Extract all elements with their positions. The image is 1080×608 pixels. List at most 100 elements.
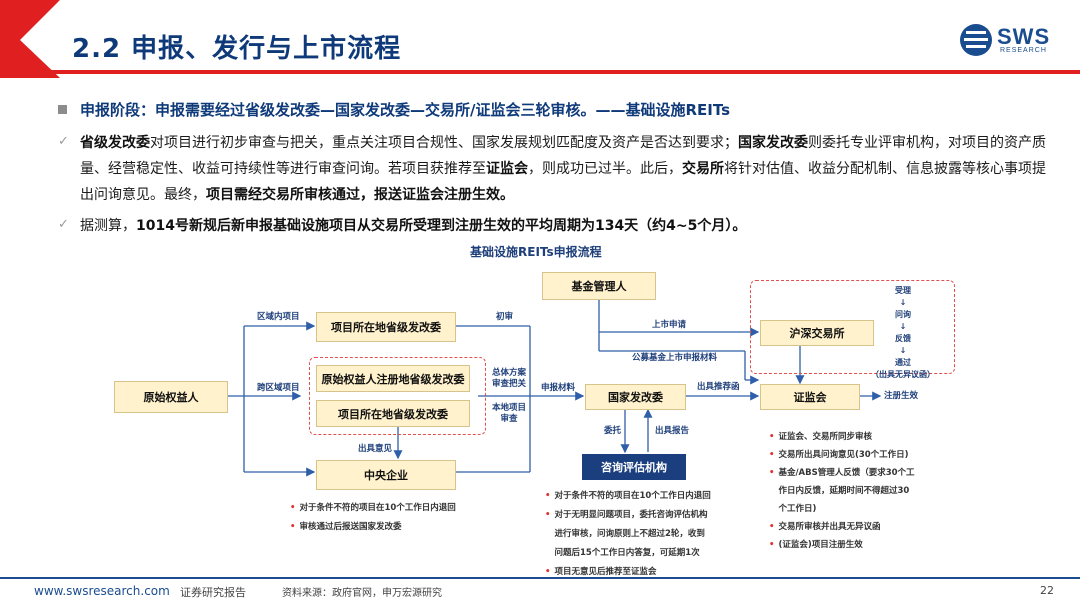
chain-step: （出具无异议函）	[871, 370, 935, 379]
label-inner: 区域内项目	[257, 312, 300, 322]
chain-step: ↓	[899, 298, 907, 307]
bullet-dot-icon: •	[769, 450, 775, 460]
chain-step: 问询	[895, 310, 911, 319]
exchange-dashed-group	[750, 280, 955, 374]
bullet-dot-icon: •	[290, 522, 296, 532]
note-item: •基金/ABS管理人反馈（要求30个工	[769, 464, 915, 482]
note-text: 对于无明显问题项目，委托咨询评估机构	[554, 510, 708, 520]
box-yuanshi: 原始权益人	[114, 381, 228, 413]
label-baogao: 出具报告	[655, 426, 690, 436]
box-local-ndrc: 项目所在地省级发改委	[316, 312, 456, 342]
bullet-dot-icon: •	[769, 522, 775, 532]
text-segment: 证监会	[486, 161, 528, 177]
box-local-ndrc-2: 项目所在地省级发改委	[316, 400, 470, 427]
note-item: •交易所审核并出具无异议函	[769, 518, 915, 536]
bullet-paragraph-2: 据测算，1014号新规后新申报基础设施项目从交易所受理到注册生效的平均周期为13…	[80, 213, 1055, 239]
note-text: 个工作日)	[778, 504, 817, 514]
sws-logo-icon	[960, 24, 992, 56]
text-segment: 据测算，	[80, 218, 136, 234]
page-number: 22	[1040, 584, 1054, 597]
bullet-dot-icon: •	[769, 540, 775, 550]
label-chushen: 初审	[496, 312, 514, 322]
text-segment: 将针对估值、收益分配机制、信息披露等核心事项提出问询意见。最终，	[80, 161, 1046, 203]
note-text: 交易所出具问询意见(30个工作日)	[778, 450, 909, 460]
logo-text: SWS	[997, 24, 1051, 49]
note-item: •对于条件不符的项目在10个工作日内退回	[545, 487, 711, 506]
text-segment: 1014号新规后新申报基础设施项目从交易所受理到注册生效的平均周期为134天（约…	[136, 218, 747, 234]
label-shenbao: 申报材料	[541, 383, 576, 393]
box-ndrc: 国家发改委	[585, 384, 686, 410]
note-text: 对于条件不符的项目在10个工作日内退回	[299, 503, 456, 513]
note-item: •个工作日)	[769, 500, 915, 518]
label-weituo: 委托	[604, 426, 622, 436]
note-item: •作日内反馈，延期时间不得超过30	[769, 482, 915, 500]
note-text: 进行审核，问询原则上不超过2轮，收到	[554, 529, 705, 539]
notes-right: •证监会、交易所同步审核•交易所出具问询意见(30个工作日)•基金/ABS管理人…	[769, 428, 915, 554]
footer-tag: 证券研究报告	[180, 586, 246, 599]
text-segment: 省级发改委	[80, 135, 150, 151]
logo-subtext: RESEARCH	[1000, 47, 1047, 54]
note-text: (证监会)项目注册生效	[778, 540, 863, 550]
label-shangshi: 上市申请	[652, 320, 687, 330]
label-gongmu: 公募基金上市申报材料	[632, 353, 718, 363]
footer-source: 资料来源：政府官网，申万宏源研究	[282, 588, 442, 599]
footer-divider	[0, 577, 1080, 579]
box-exchange: 沪深交易所	[760, 320, 874, 346]
note-item: •交易所出具问询意见(30个工作日)	[769, 446, 915, 464]
label-zongti: 总体方案 审查把关	[492, 368, 527, 389]
text-segment: 则委托专业评审机构，对项目的资产质量、经营稳定性、收益可持续性等进行审查问询。若…	[80, 135, 1046, 177]
box-csrc: 证监会	[760, 384, 860, 410]
chain-step: 受理	[895, 286, 911, 295]
box-central: 中央企业	[316, 460, 456, 490]
exchange-process-chain: 受理↓问询↓反馈↓通过（出具无异议函）	[858, 285, 948, 381]
text-segment: 对项目进行初步审查与把关，重点关注项目合规性、国家发展规划匹配度及资产是否达到要…	[150, 135, 738, 151]
label-chuju: 出具意见	[358, 444, 393, 454]
bullet-dot-icon: •	[545, 491, 551, 501]
check-icon: ✓	[58, 217, 69, 232]
notes-left: •对于条件不符的项目在10个工作日内退回•审核通过后报送国家发改委	[290, 499, 456, 537]
note-text: 交易所审核并出具无异议函	[778, 522, 881, 532]
note-item: •对于无明显问题项目，委托咨询评估机构	[545, 506, 711, 525]
chain-step: 反馈	[895, 334, 911, 343]
text-segment: 交易所	[682, 161, 724, 177]
note-text: 审核通过后报送国家发改委	[299, 522, 402, 532]
chain-step: ↓	[899, 346, 907, 355]
note-text: 基金/ABS管理人反馈（要求30个工	[778, 468, 915, 478]
bullet-paragraph-1: 省级发改委对项目进行初步审查与把关，重点关注项目合规性、国家发展规划匹配度及资产…	[80, 130, 1055, 208]
text-segment: 国家发改委	[738, 135, 808, 151]
check-icon: ✓	[58, 134, 69, 149]
box-fund-manager: 基金管理人	[542, 272, 656, 300]
bullet-dot-icon: •	[545, 567, 551, 577]
note-item: •问题后15个工作日内答复，可延期1次	[545, 544, 711, 563]
note-text: 作日内反馈，延期时间不得超过30	[778, 486, 910, 496]
label-cross: 跨区域项目	[257, 383, 300, 393]
header-band	[0, 0, 1080, 78]
footer-url[interactable]: www.swsresearch.com	[34, 584, 170, 598]
note-item: •(证监会)项目注册生效	[769, 536, 915, 554]
bullet-heading: 申报阶段：申报需要经过省级发改委—国家发改委—交易所/证监会三轮审核。——基础设…	[80, 101, 731, 119]
note-text: 问题后15个工作日内答复，可延期1次	[554, 548, 700, 558]
chain-step: 通过	[895, 358, 911, 367]
label-bendi: 本地项目 审查	[492, 403, 527, 424]
note-item: •证监会、交易所同步审核	[769, 428, 915, 446]
bullet-dot-icon: •	[769, 468, 775, 478]
box-reg-ndrc: 原始权益人注册地省级发改委	[316, 365, 470, 392]
flow-title: 基础设施REITs申报流程	[470, 245, 602, 259]
note-item: •对于条件不符的项目在10个工作日内退回	[290, 499, 456, 518]
notes-mid: •对于条件不符的项目在10个工作日内退回•对于无明显问题项目，委托咨询评估机构•…	[545, 487, 711, 582]
note-text: 对于条件不符的项目在10个工作日内退回	[554, 491, 711, 501]
note-item: •进行审核，问询原则上不超过2轮，收到	[545, 525, 711, 544]
bullet-square-icon	[58, 105, 67, 114]
note-item: •审核通过后报送国家发改委	[290, 518, 456, 537]
bullet-dot-icon: •	[769, 432, 775, 442]
bullet-dot-icon: •	[290, 503, 296, 513]
cross-region-dashed-group	[309, 357, 486, 435]
note-text: 项目无意见后推荐至证监会	[554, 567, 657, 577]
bullet-dot-icon: •	[545, 510, 551, 520]
box-consult: 咨询评估机构	[582, 454, 686, 480]
label-zhuce: 注册生效	[884, 391, 919, 401]
label-tuijian: 出具推荐函	[697, 382, 740, 392]
text-segment: ，则成功已过半。此后，	[528, 161, 682, 177]
page-title: 2.2 申报、发行与上市流程	[72, 34, 402, 64]
